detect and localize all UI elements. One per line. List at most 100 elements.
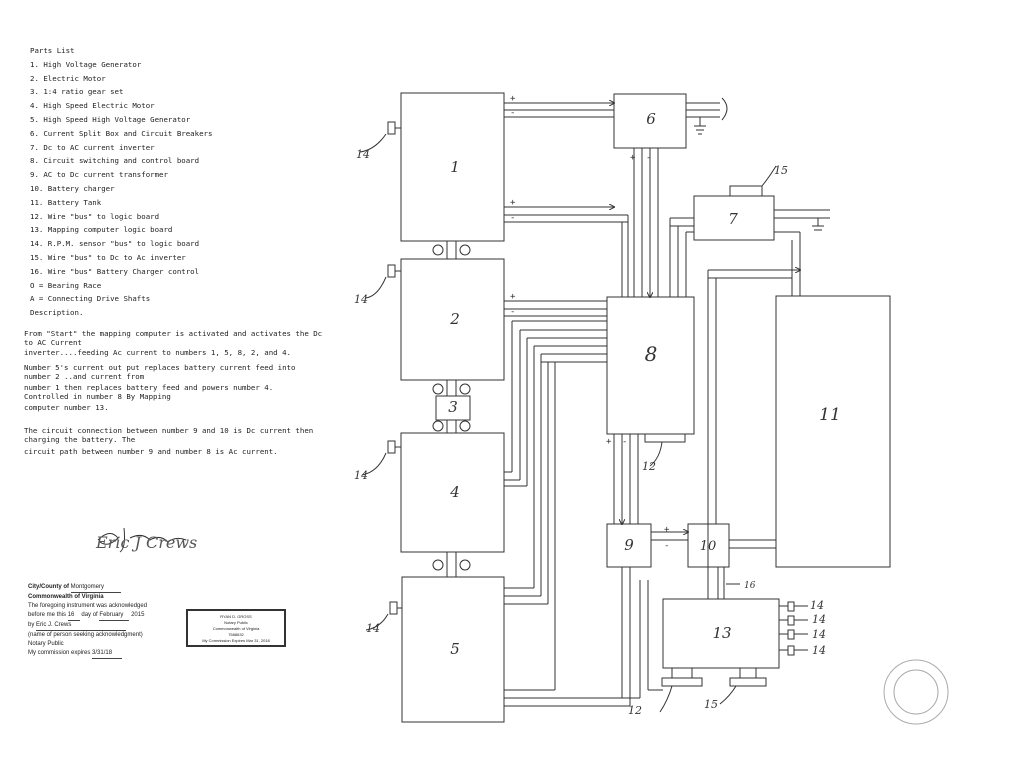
parts-list-item: 12. Wire "bus" to logic board: [30, 211, 160, 221]
wires-8-9: [613, 433, 686, 524]
wires-8-5: [504, 346, 640, 699]
parts-list-item: 1. High Voltage Generator: [30, 59, 142, 69]
description-p2a: Number 5's current out put replaces batt…: [24, 363, 296, 381]
stamp-state: Commonwealth of Virginia: [212, 626, 260, 631]
parts-list-item: 13. Mapping computer logic board: [30, 225, 173, 235]
label-12: 12: [628, 704, 642, 717]
label-14: 14: [812, 644, 826, 657]
plus-sign: +: [606, 437, 612, 447]
label-14: 14: [812, 628, 826, 641]
signature: Eric J Crews: [95, 533, 197, 552]
parts-list-item: 8. Circuit switching and control board: [30, 156, 200, 166]
block-9-label: 9: [624, 536, 634, 554]
wires-6-8: [633, 148, 659, 297]
parts-list-item: 3. 1:4 ratio gear set: [30, 87, 124, 97]
block-3-label: 3: [448, 398, 458, 416]
description-p2b: number 1 then replaces battery feed and …: [24, 383, 274, 401]
minus-sign: -: [646, 153, 651, 163]
parts-list-item: 5. High Speed High Voltage Generator: [30, 114, 191, 124]
parts-list-item: 15. Wire "bus" to Dc to Ac inverter: [30, 252, 186, 262]
notary-month: February: [99, 611, 130, 621]
plus-sign: +: [510, 198, 516, 208]
parts-list-item: 6. Current Split Box and Circuit Breaker…: [30, 128, 213, 138]
notary-commission-value: 3/31/18: [92, 649, 123, 659]
label-14: 14: [366, 622, 380, 635]
embossed-seal: [883, 659, 949, 725]
parts-list-item: 9. AC to Dc current transformer: [30, 170, 168, 180]
block-1-box: [400, 92, 505, 242]
rpm-sensors-left: [359, 121, 402, 631]
description-p3b: circuit path between number 9 and number…: [24, 447, 278, 456]
parts-list-item: A = Connecting Drive Shafts: [30, 294, 151, 304]
notary-block: City/County of Montgomery Commonwealth o…: [28, 583, 178, 659]
plus-sign: +: [510, 292, 516, 302]
plus-sign: +: [510, 94, 516, 104]
label-15: 15: [774, 164, 788, 177]
notary-line1: The foregoing instrument was acknowledge…: [28, 603, 148, 609]
minus-sign: -: [622, 437, 627, 447]
block-1-label: 1: [450, 158, 460, 176]
notary-day: 16: [67, 611, 80, 621]
description-p1a: From "Start" the mapping computer is act…: [24, 329, 323, 347]
description-heading: Description.: [30, 308, 84, 318]
label-12: 12: [642, 460, 656, 473]
label-16: 16: [744, 581, 756, 591]
wires-9-10: [651, 532, 776, 549]
notary-public-label: Notary Public: [28, 641, 64, 647]
wires-7: [669, 165, 830, 599]
connectors-13-bottom: [659, 668, 767, 713]
block-11-box: [775, 295, 891, 568]
block-7-label: 7: [728, 210, 738, 228]
label-14: 14: [354, 469, 368, 482]
block-6-label: 6: [646, 110, 656, 128]
label-15: 15: [704, 698, 718, 711]
label-14: 14: [810, 599, 824, 612]
notary-commission-label: My commission expires: [28, 650, 91, 656]
plus-sign: +: [664, 525, 670, 535]
notary-by-label: by: [28, 622, 35, 628]
parts-list-item: 11. Battery Tank: [30, 197, 102, 207]
stamp-name: RYAN D. GROSS: [220, 614, 252, 619]
parts-list: Parts List 1. High Voltage Generator 2. …: [30, 44, 360, 320]
block-4-label: 4: [449, 483, 460, 501]
parts-list-item: 2. Electric Motor: [30, 73, 106, 83]
rpm-sensors-13: [779, 601, 808, 656]
signature-scribble: [97, 527, 187, 553]
block-8-label: 8: [645, 342, 658, 366]
plus-sign: +: [630, 153, 636, 163]
notary-commonwealth: Commonwealth of Virginia: [28, 594, 104, 600]
description-p3a: The circuit connection between number 9 …: [24, 426, 314, 444]
notary-city-label: City/County of: [28, 584, 69, 590]
wires-8-2-4: [504, 300, 607, 487]
wires-1-6: [504, 97, 728, 135]
bearing-races: [432, 241, 471, 577]
stamp-reg: 7588632: [228, 632, 244, 637]
minus-sign: -: [510, 213, 515, 223]
notary-stamp: RYAN D. GROSS Notary Public Commonwealth…: [186, 609, 286, 647]
parts-list-item: 4. High Speed Electric Motor: [30, 101, 155, 111]
parts-list-item: 14. R.P.M. sensor "bus" to logic board: [30, 239, 200, 249]
notary-city-value: Montgomery: [70, 583, 121, 593]
label-14: 14: [354, 293, 368, 306]
notary-day-mid: day of: [81, 612, 98, 618]
wires-1-8: [504, 207, 629, 297]
description-p2c: computer number 13.: [24, 403, 109, 412]
parts-list-heading: Parts List: [30, 46, 75, 55]
minus-sign: -: [664, 541, 669, 551]
notary-name-note: (name of person seeking acknowledgment): [28, 632, 143, 638]
parts-list-item: 10. Battery charger: [30, 183, 115, 193]
label-14: 14: [812, 613, 826, 626]
parts-list-item: 16. Wire "bus" Battery Charger control: [30, 266, 200, 276]
block-5-box: [401, 576, 505, 723]
description-p1b: inverter....feeding Ac current to number…: [24, 348, 291, 357]
block-10-label: 10: [700, 539, 717, 554]
block-11-label: 11: [819, 405, 841, 425]
wires-10-13: [717, 567, 740, 599]
block-2-box: [400, 258, 505, 381]
parts-list-item: O = Bearing Race: [30, 280, 102, 290]
block-5-label: 5: [450, 640, 460, 658]
block-4-box: [400, 432, 505, 553]
parts-list-item: 7. Dc to AC current inverter: [30, 142, 155, 152]
stamp-expires: My Commission Expires Mar 31, 2018: [202, 638, 270, 643]
